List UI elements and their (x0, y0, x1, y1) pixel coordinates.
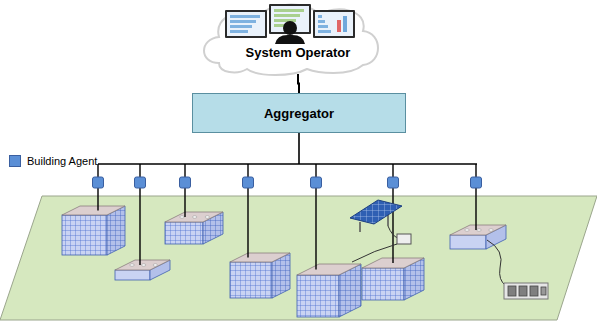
bus-wires (98, 133, 477, 164)
node-label: System Operator (197, 45, 399, 60)
ground (0, 196, 597, 320)
battery-storage (487, 240, 548, 299)
aggregator-box: Aggregator (192, 93, 406, 133)
buildings (62, 206, 506, 317)
legend: Building Agent (9, 155, 97, 167)
connector (298, 74, 299, 93)
legend-swatch (9, 155, 21, 167)
building-agents (93, 164, 482, 270)
operator-cloud: System Operator (197, 1, 399, 76)
node-label: Aggregator (264, 106, 334, 121)
solar-panel (350, 200, 411, 262)
cloud-shape (197, 1, 383, 76)
legend-text: Building Agent (27, 155, 97, 167)
